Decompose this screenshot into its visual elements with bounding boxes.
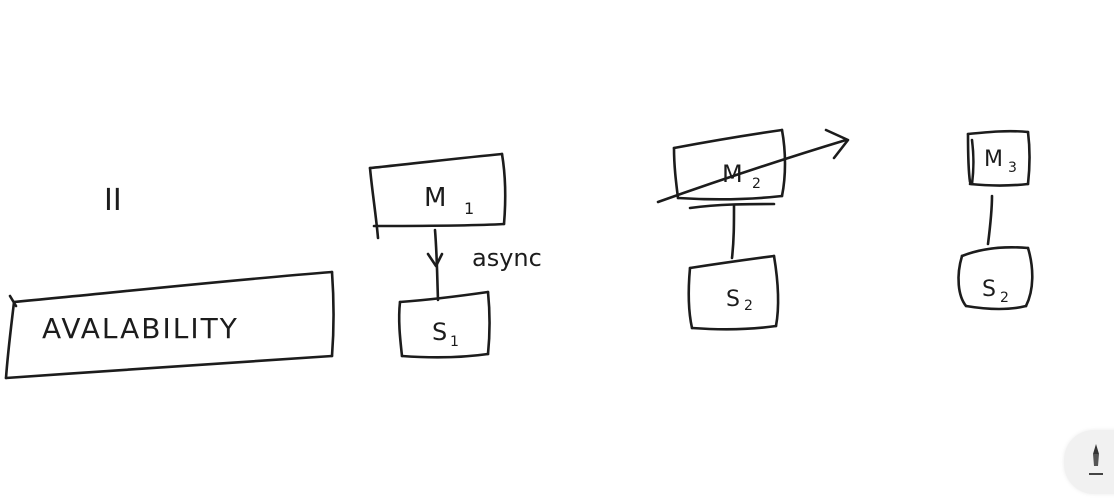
edge-async-label: async bbox=[472, 244, 542, 272]
edge-m3-s3 bbox=[986, 194, 994, 246]
s3-label: S bbox=[982, 277, 996, 302]
m1-subscript: 1 bbox=[464, 199, 474, 218]
s2-subscript: 2 bbox=[744, 298, 753, 314]
node-m2: M 2 bbox=[656, 128, 850, 210]
title-box-label: AVALABILITY bbox=[42, 312, 239, 345]
edge-m2-s2 bbox=[730, 204, 736, 260]
s1-label: S bbox=[432, 318, 447, 346]
svg-text:II: II bbox=[104, 183, 122, 218]
node-m3: M 3 bbox=[966, 129, 1031, 187]
m3-label: M bbox=[984, 147, 1003, 172]
edge-m1-s1: async bbox=[426, 228, 542, 302]
m3-subscript: 3 bbox=[1008, 160, 1017, 176]
node-s3: S 2 bbox=[957, 245, 1034, 311]
s2-label: S bbox=[726, 287, 740, 312]
s3-subscript: 2 bbox=[1000, 290, 1009, 306]
m1-label: M bbox=[424, 183, 446, 213]
node-m1: M 1 bbox=[368, 152, 507, 240]
pen-icon bbox=[1089, 444, 1103, 475]
title-box: AVALABILITY bbox=[4, 270, 335, 380]
m2-label: M bbox=[722, 160, 743, 188]
node-s1: S 1 bbox=[397, 290, 491, 359]
s1-subscript: 1 bbox=[450, 334, 459, 350]
pen-tool-button[interactable] bbox=[1064, 430, 1114, 494]
node-s2: S 2 bbox=[687, 254, 780, 331]
section-numeral: II bbox=[104, 183, 122, 218]
m2-subscript: 2 bbox=[752, 176, 761, 192]
strike-arrow-line bbox=[656, 138, 848, 204]
strike-arrow-head bbox=[824, 128, 850, 160]
